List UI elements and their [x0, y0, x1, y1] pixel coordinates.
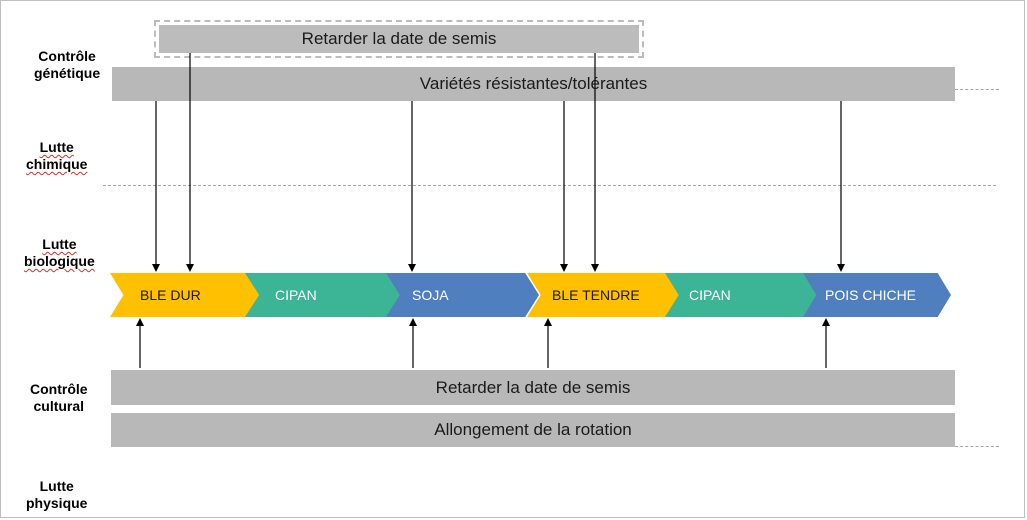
rotation-stage-cipan-1: CIPAN — [245, 273, 402, 317]
delay-sowing-genetic-bar: Retarder la date de semis — [154, 20, 644, 58]
longer-rotation-bar: Allongement de la rotation — [111, 413, 955, 447]
rotation-stage-ble-tendre: BLE TENDRE — [527, 273, 680, 317]
separator-chemical — [103, 185, 996, 186]
rotation-stage-cipan-2: CIPAN — [665, 273, 817, 317]
rotation-stage-ble-dur: BLE DUR — [110, 273, 260, 317]
rotation-stage-pois-chiche: POIS CHICHE — [803, 273, 951, 317]
separator-cultural — [955, 446, 999, 447]
separator-genetic — [955, 89, 999, 90]
delay-sowing-cultural-bar: Retarder la date de semis — [111, 370, 955, 405]
rotation-stage-soja: SOJA — [386, 273, 539, 317]
resistant-varieties-bar: Variétés résistantes/tolérantes — [112, 67, 955, 101]
